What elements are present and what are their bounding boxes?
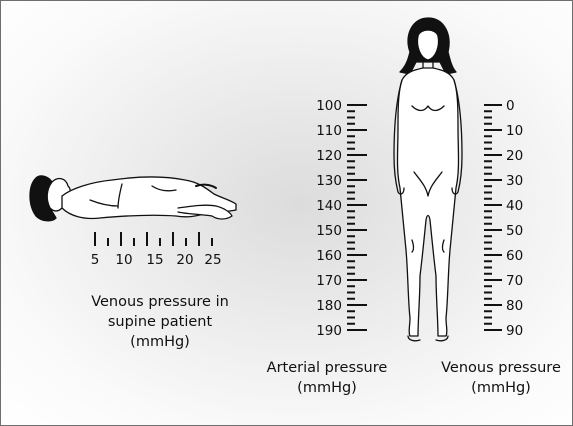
arterial-tick-label: 140 xyxy=(316,198,342,214)
arterial-tick-label: 100 xyxy=(316,98,342,114)
venous-caption-line: (mmHg) xyxy=(471,380,531,396)
supine-tick-label: 25 xyxy=(204,252,221,268)
arterial-tick-label: 190 xyxy=(316,323,342,339)
supine-caption-line: Venous pressure in xyxy=(91,294,229,310)
venous-tick-labels: 0 10 20 30 40 50 60 70 80 90 xyxy=(506,98,523,339)
arterial-scale xyxy=(347,105,367,330)
arterial-tick-label: 150 xyxy=(316,223,342,239)
supine-tick-label: 20 xyxy=(176,252,193,268)
venous-tick-label: 30 xyxy=(506,173,523,189)
supine-tick-label: 10 xyxy=(115,252,132,268)
venous-caption: Venous pressure (mmHg) xyxy=(441,360,561,396)
supine-caption-line: supine patient xyxy=(108,314,213,330)
venous-tick-label: 0 xyxy=(506,98,515,114)
supine-scale xyxy=(95,232,212,246)
venous-tick-label: 60 xyxy=(506,248,523,264)
arterial-caption: Arterial pressure (mmHg) xyxy=(267,360,388,396)
arterial-tick-label: 170 xyxy=(316,273,342,289)
supine-tick-labels: 5 10 15 20 25 xyxy=(91,252,222,268)
arterial-tick-label: 160 xyxy=(316,248,342,264)
supine-tick-label: 5 xyxy=(91,252,100,268)
arterial-caption-line: (mmHg) xyxy=(297,380,357,396)
supine-caption: Venous pressure in supine patient (mmHg) xyxy=(91,294,229,350)
arterial-tick-label: 130 xyxy=(316,173,342,189)
supine-patient-illustration xyxy=(30,176,236,221)
venous-tick-label: 80 xyxy=(506,298,523,314)
supine-tick-label: 15 xyxy=(146,252,163,268)
venous-scale xyxy=(484,105,502,330)
venous-tick-label: 10 xyxy=(506,123,523,139)
venous-tick-label: 40 xyxy=(506,198,523,214)
supine-caption-line: (mmHg) xyxy=(130,334,190,350)
venous-tick-label: 70 xyxy=(506,273,523,289)
venous-tick-label: 90 xyxy=(506,323,523,339)
arterial-tick-labels: 100 110 120 130 140 150 160 170 180 190 xyxy=(316,98,342,339)
arterial-caption-line: Arterial pressure xyxy=(267,360,388,376)
standing-patient-illustration xyxy=(394,18,462,341)
venous-tick-label: 50 xyxy=(506,223,523,239)
arterial-tick-label: 120 xyxy=(316,148,342,164)
arterial-tick-label: 180 xyxy=(316,298,342,314)
venous-caption-line: Venous pressure xyxy=(441,360,561,376)
venous-tick-label: 20 xyxy=(506,148,523,164)
arterial-tick-label: 110 xyxy=(316,123,342,139)
